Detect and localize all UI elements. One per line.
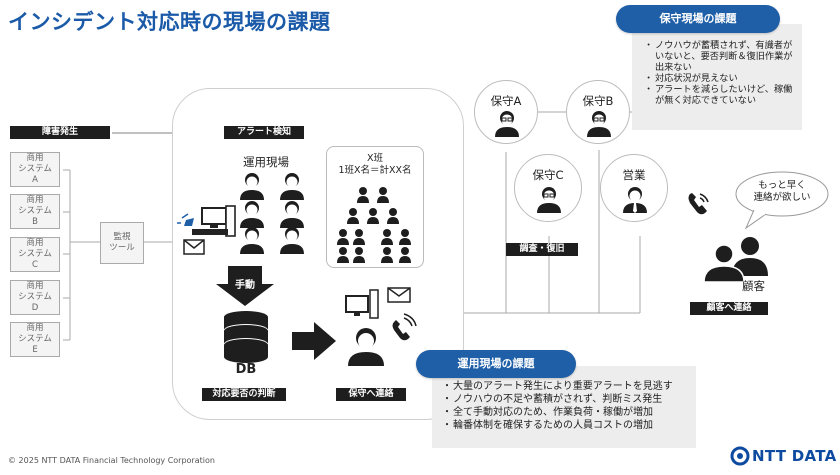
judge-label: 対応要否の判断 [202, 388, 286, 401]
sales-label: 営業 [622, 168, 646, 182]
maint-a-label: 保守A [490, 94, 522, 108]
team-box: X班 1班X名＝計XX名 [326, 146, 424, 268]
manual-arrow-icon [216, 266, 274, 306]
customer-contact-label: 顧客へ連絡 [690, 302, 768, 315]
team-line-2: 1班X名＝計XX名 [338, 165, 412, 176]
maint-b-node: 保守B [566, 80, 630, 144]
maint-c-node: 保守C [514, 154, 582, 222]
maint-c-label: 保守C [532, 168, 564, 182]
maint-issue-item: アラートを減らしたいけど、稼働が無く対応できていない [644, 84, 796, 106]
right-arrow-icon [292, 322, 336, 360]
customer-speech-bubble [735, 171, 829, 230]
maint-a-node: 保守A [474, 80, 538, 144]
phone-icon [688, 193, 709, 215]
ops-issue-item: 輪番体制を確保するための人員コストの増加 [442, 419, 690, 432]
ops-staff-icons [240, 173, 304, 254]
ops-issues-title: 運用現場の課題 [416, 350, 576, 378]
manual-label: 手動 [235, 280, 255, 291]
maint-issues-title: 保守現場の課題 [616, 5, 780, 33]
ntt-data-logo-icon [730, 446, 750, 466]
maint-a-person-icon [495, 111, 519, 137]
maint-c-person-icon [537, 187, 561, 213]
team-line-1: X班 [366, 153, 383, 164]
sales-person-icon [623, 187, 647, 213]
contact-operator-icon [345, 287, 417, 366]
ops-issue-item: 大量のアラート発生により重要アラートを見逃す [442, 380, 690, 393]
incident-label: 障害発生 [10, 126, 110, 139]
db-label: DB [235, 362, 257, 377]
maint-b-label: 保守B [582, 94, 614, 108]
customer-label: 顧客 [742, 279, 765, 293]
customer-icon [703, 237, 768, 283]
ops-issue-item: ノウハウの不足や蓄積がされず、判断ミス発生 [442, 393, 690, 406]
maint-issue-item: 対応状況が見えない [644, 73, 796, 84]
ops-site-label: 運用現場 [243, 155, 289, 169]
maint-b-person-icon [587, 111, 611, 137]
ops-issues-box: 大量のアラート発生により重要アラートを見逃す ノウハウの不足や蓄積がされず、判断… [432, 366, 696, 448]
sales-node: 営業 [600, 154, 668, 222]
monitor-tool-box: 監視ツール [100, 222, 144, 264]
ntt-data-logo: NTT DATA [752, 447, 837, 465]
team-members-icons [337, 187, 411, 263]
investigate-label: 調査・復旧 [506, 243, 578, 256]
maint-issue-item: ノウハウが蓄積されず、有識者がいないと、要否判断＆復旧作業が出来ない [644, 40, 796, 73]
person-icon [240, 173, 264, 200]
maint-issues-box: ノウハウが蓄積されず、有識者がいないと、要否判断＆復旧作業が出来ない 対応状況が… [632, 24, 802, 130]
copyright-footer: © 2025 NTT DATA Financial Technology Cor… [8, 456, 215, 465]
alert-detect-label: アラート検知 [224, 126, 304, 139]
contact-maint-label: 保守へ連絡 [336, 388, 406, 401]
page-title: インシデント対応時の現場の課題 [8, 10, 331, 34]
database-icon [224, 311, 268, 363]
ops-issue-item: 全て手動対応のため、作業負荷・稼働が増加 [442, 406, 690, 419]
customer-bubble-text: もっと早く 連絡が欲しい [753, 180, 811, 203]
alert-pc-icon [177, 205, 236, 255]
